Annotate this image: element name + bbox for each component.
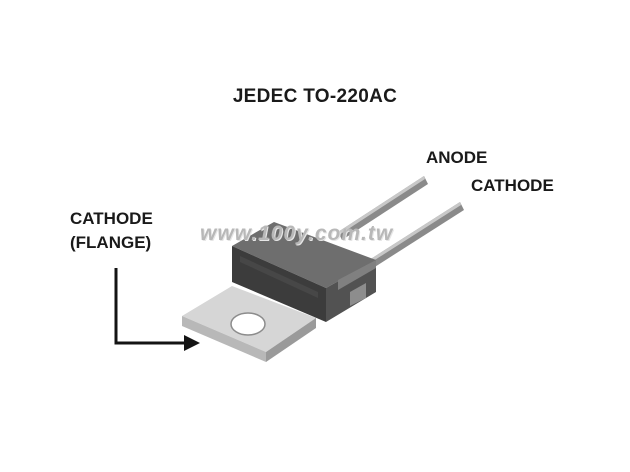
flange-pointer-arrow	[114, 268, 200, 351]
cathode-label: CATHODE	[471, 176, 554, 195]
diagram-title: JEDEC TO-220AC	[232, 86, 398, 107]
anode-label: ANODE	[426, 148, 488, 167]
mounting-hole	[230, 312, 266, 336]
plastic-body	[232, 222, 376, 322]
cathode-flange-label-line2: (FLANGE)	[70, 233, 152, 252]
cathode-flange-label-line1: CATHODE	[70, 209, 153, 228]
watermark-text: www.100y.com.tw	[200, 222, 394, 245]
cathode-flange-label: CATHODE (FLANGE)	[70, 207, 153, 255]
metal-flange	[182, 286, 316, 362]
anode-lead	[338, 176, 428, 240]
cathode-lead	[366, 202, 464, 270]
